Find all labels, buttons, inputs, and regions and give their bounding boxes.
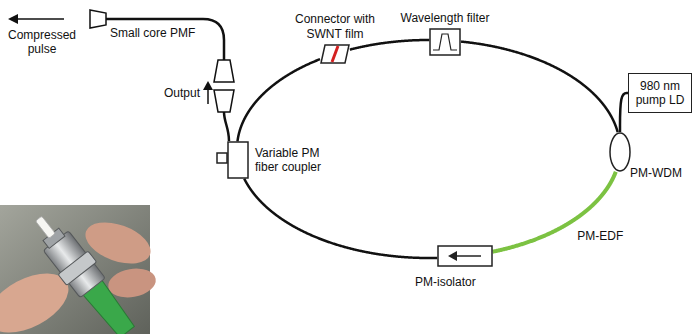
pulse-arrow-head [8,14,18,24]
isolator-box: PM-isolator [437,245,493,267]
output-fiber [224,112,229,141]
coupler-symbol [227,141,249,179]
component-label: 980 nm pump LD [633,79,687,108]
component-label: Variable PM fiber coupler [255,146,335,175]
saturable-absorber-connector: Connector with SWNT film [320,44,350,64]
component-label: Connector with SWNT film [293,12,377,41]
fiber-type-label: Small core PMF [110,26,195,40]
component-label: PM-isolator [415,275,476,289]
pulse-arrow [16,18,64,20]
output-arrow-head [203,81,213,90]
output-pulse-label: Compressed pulse [4,28,80,57]
component-label: Wavelength filter [401,11,490,25]
wdm-coupler: PM-WDM [609,132,631,172]
filter-symbol [429,28,461,56]
pm-fiber [244,179,437,258]
fiber-coupler-box: Variable PM fiber coupler [227,141,249,179]
pm-fiber [461,42,618,133]
isolator-symbol [437,245,493,267]
collimator-lens [214,60,234,82]
component-label: PM-WDM [630,166,682,180]
fiber-end-lens [90,10,106,28]
pm-fiber [350,40,430,50]
connector-photo [0,205,158,334]
wdm-symbol [609,132,631,172]
wavelength-filter: Wavelength filter [429,28,461,56]
pump-laser-box: 980 nm pump LD [628,73,692,114]
pm-fiber [620,93,628,132]
output-label: Output [164,86,200,100]
output-arrow [207,88,209,104]
connector-symbol [320,44,350,64]
collimator-lens [214,90,234,112]
small-core-fiber [106,19,224,60]
pm-fiber [237,59,320,141]
fiber-label: PM-EDF [575,229,625,243]
